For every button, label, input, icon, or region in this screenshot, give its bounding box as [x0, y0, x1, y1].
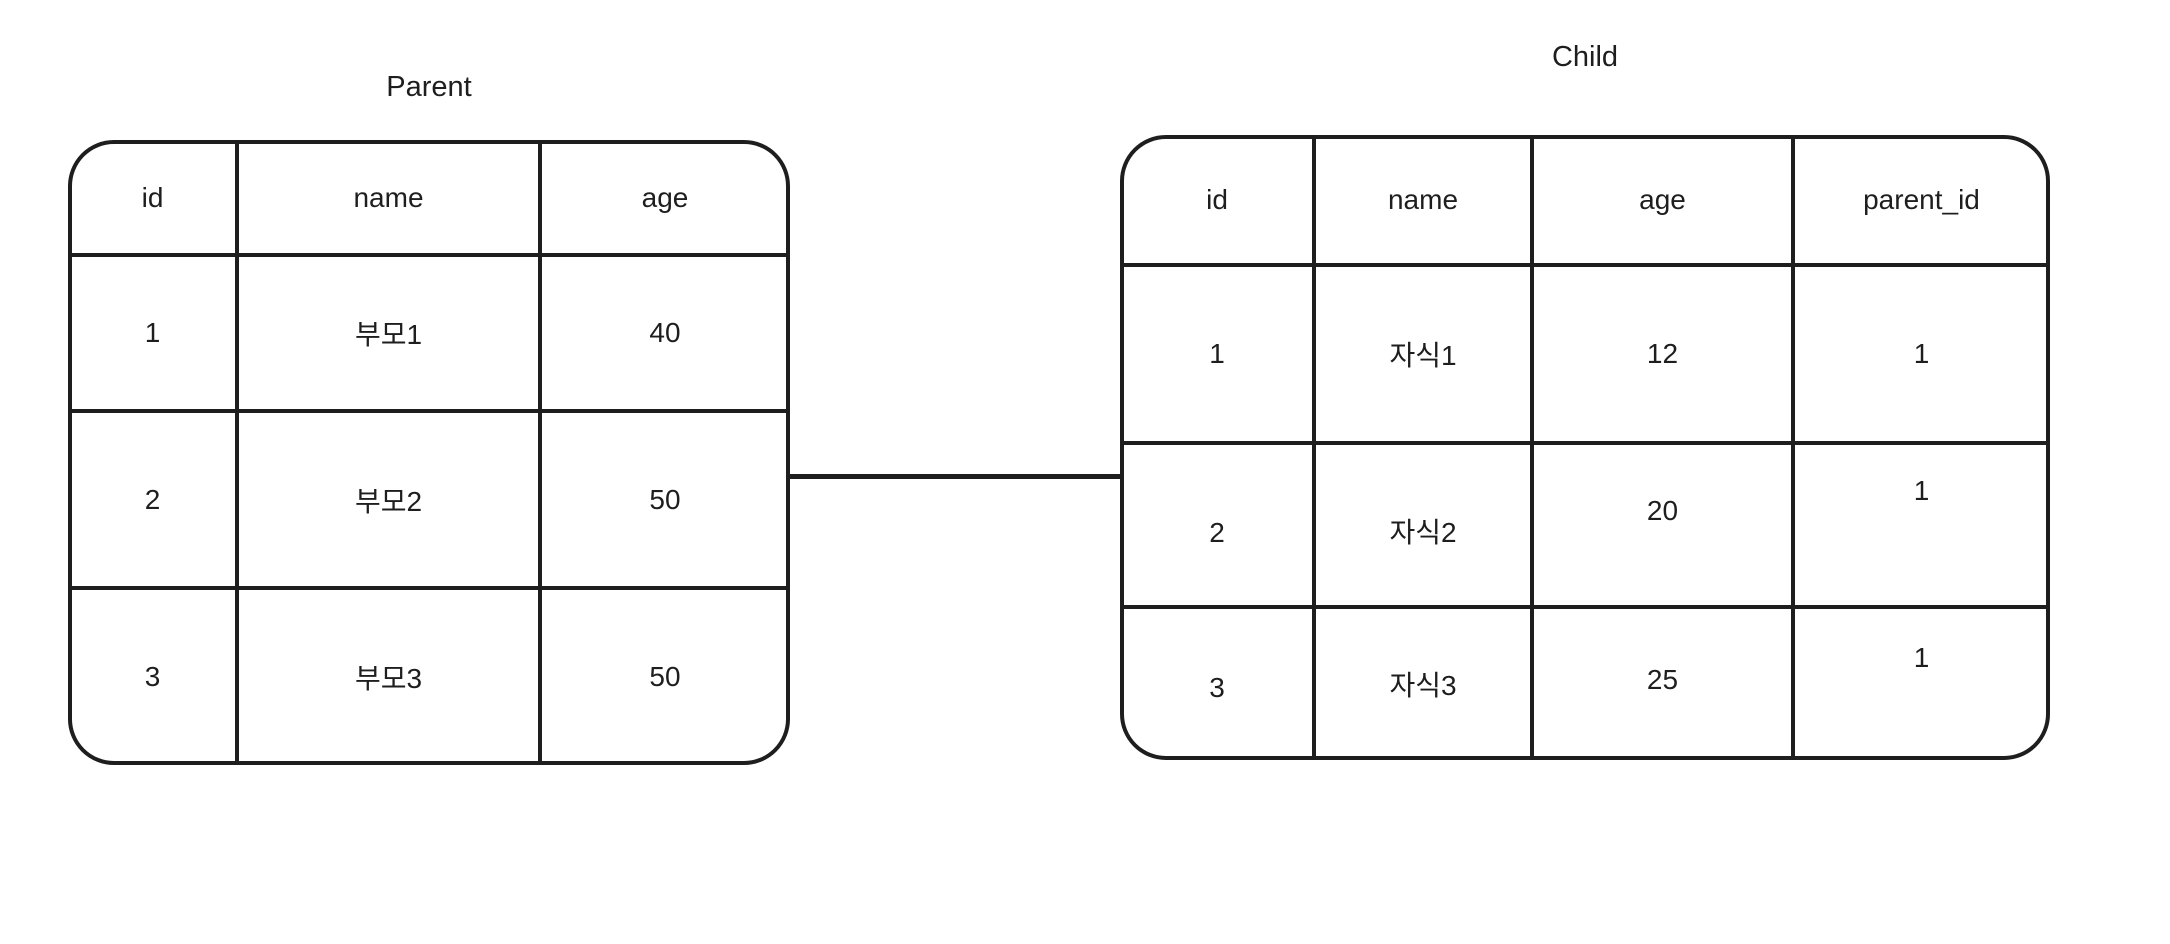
table-data-cell: 1 — [1913, 475, 1930, 506]
table-data-cell: 50 — [649, 660, 681, 692]
table-data-cell: 3 — [1209, 671, 1225, 703]
table-data-cell: 부모1 — [354, 319, 423, 350]
row-divider-line — [1120, 263, 2050, 267]
table-data-cell: 12 — [1646, 338, 1679, 369]
parent-table-outline — [68, 140, 790, 765]
column-header-cell: name — [1387, 184, 1459, 215]
column-header-cell: parent_id — [1863, 184, 1980, 215]
table-data-cell: 20 — [1646, 495, 1679, 526]
row-divider-line — [68, 586, 790, 590]
table-data-cell: 1 — [1913, 338, 1930, 369]
child-table-title: Child — [1551, 41, 1619, 73]
column-divider-line — [235, 140, 239, 765]
row-divider-line — [1120, 441, 2050, 445]
column-header-cell: age — [641, 181, 689, 213]
table-data-cell: 1 — [144, 317, 161, 348]
row-divider-line — [68, 409, 790, 413]
table-data-cell: 부모3 — [354, 662, 423, 694]
parent-child-relation-line[interactable] — [790, 474, 1120, 479]
column-header-cell: age — [1639, 184, 1686, 215]
table-data-cell: 2 — [144, 483, 161, 515]
table-data-cell: 1 — [1913, 641, 1930, 673]
table-data-cell: 2 — [1209, 517, 1225, 548]
table-data-cell: 3 — [144, 660, 161, 692]
column-divider-line — [1312, 135, 1316, 760]
table-data-cell: 1 — [1209, 338, 1225, 369]
column-divider-line — [1530, 135, 1534, 760]
parent-table-shape[interactable]: id name age 1 부모1 40 2 부모2 50 3 부모3 50 — [68, 140, 790, 765]
table-data-cell: 25 — [1646, 663, 1679, 695]
column-header-cell: name — [353, 181, 424, 213]
row-divider-line — [68, 253, 790, 257]
table-data-cell: 50 — [649, 483, 681, 515]
table-data-cell: 자식3 — [1389, 669, 1457, 701]
table-data-cell: 자식2 — [1389, 517, 1457, 548]
table-data-cell: 부모2 — [354, 485, 423, 517]
column-divider-line — [1791, 135, 1795, 760]
table-data-cell: 자식1 — [1389, 340, 1457, 371]
child-table-outline — [1120, 135, 2050, 760]
parent-table-title: Parent — [386, 71, 472, 103]
column-header-cell: id — [141, 181, 164, 213]
column-header-cell: id — [1206, 184, 1228, 215]
column-divider-line — [538, 140, 542, 765]
table-data-cell: 40 — [649, 317, 681, 348]
row-divider-line — [1120, 605, 2050, 609]
